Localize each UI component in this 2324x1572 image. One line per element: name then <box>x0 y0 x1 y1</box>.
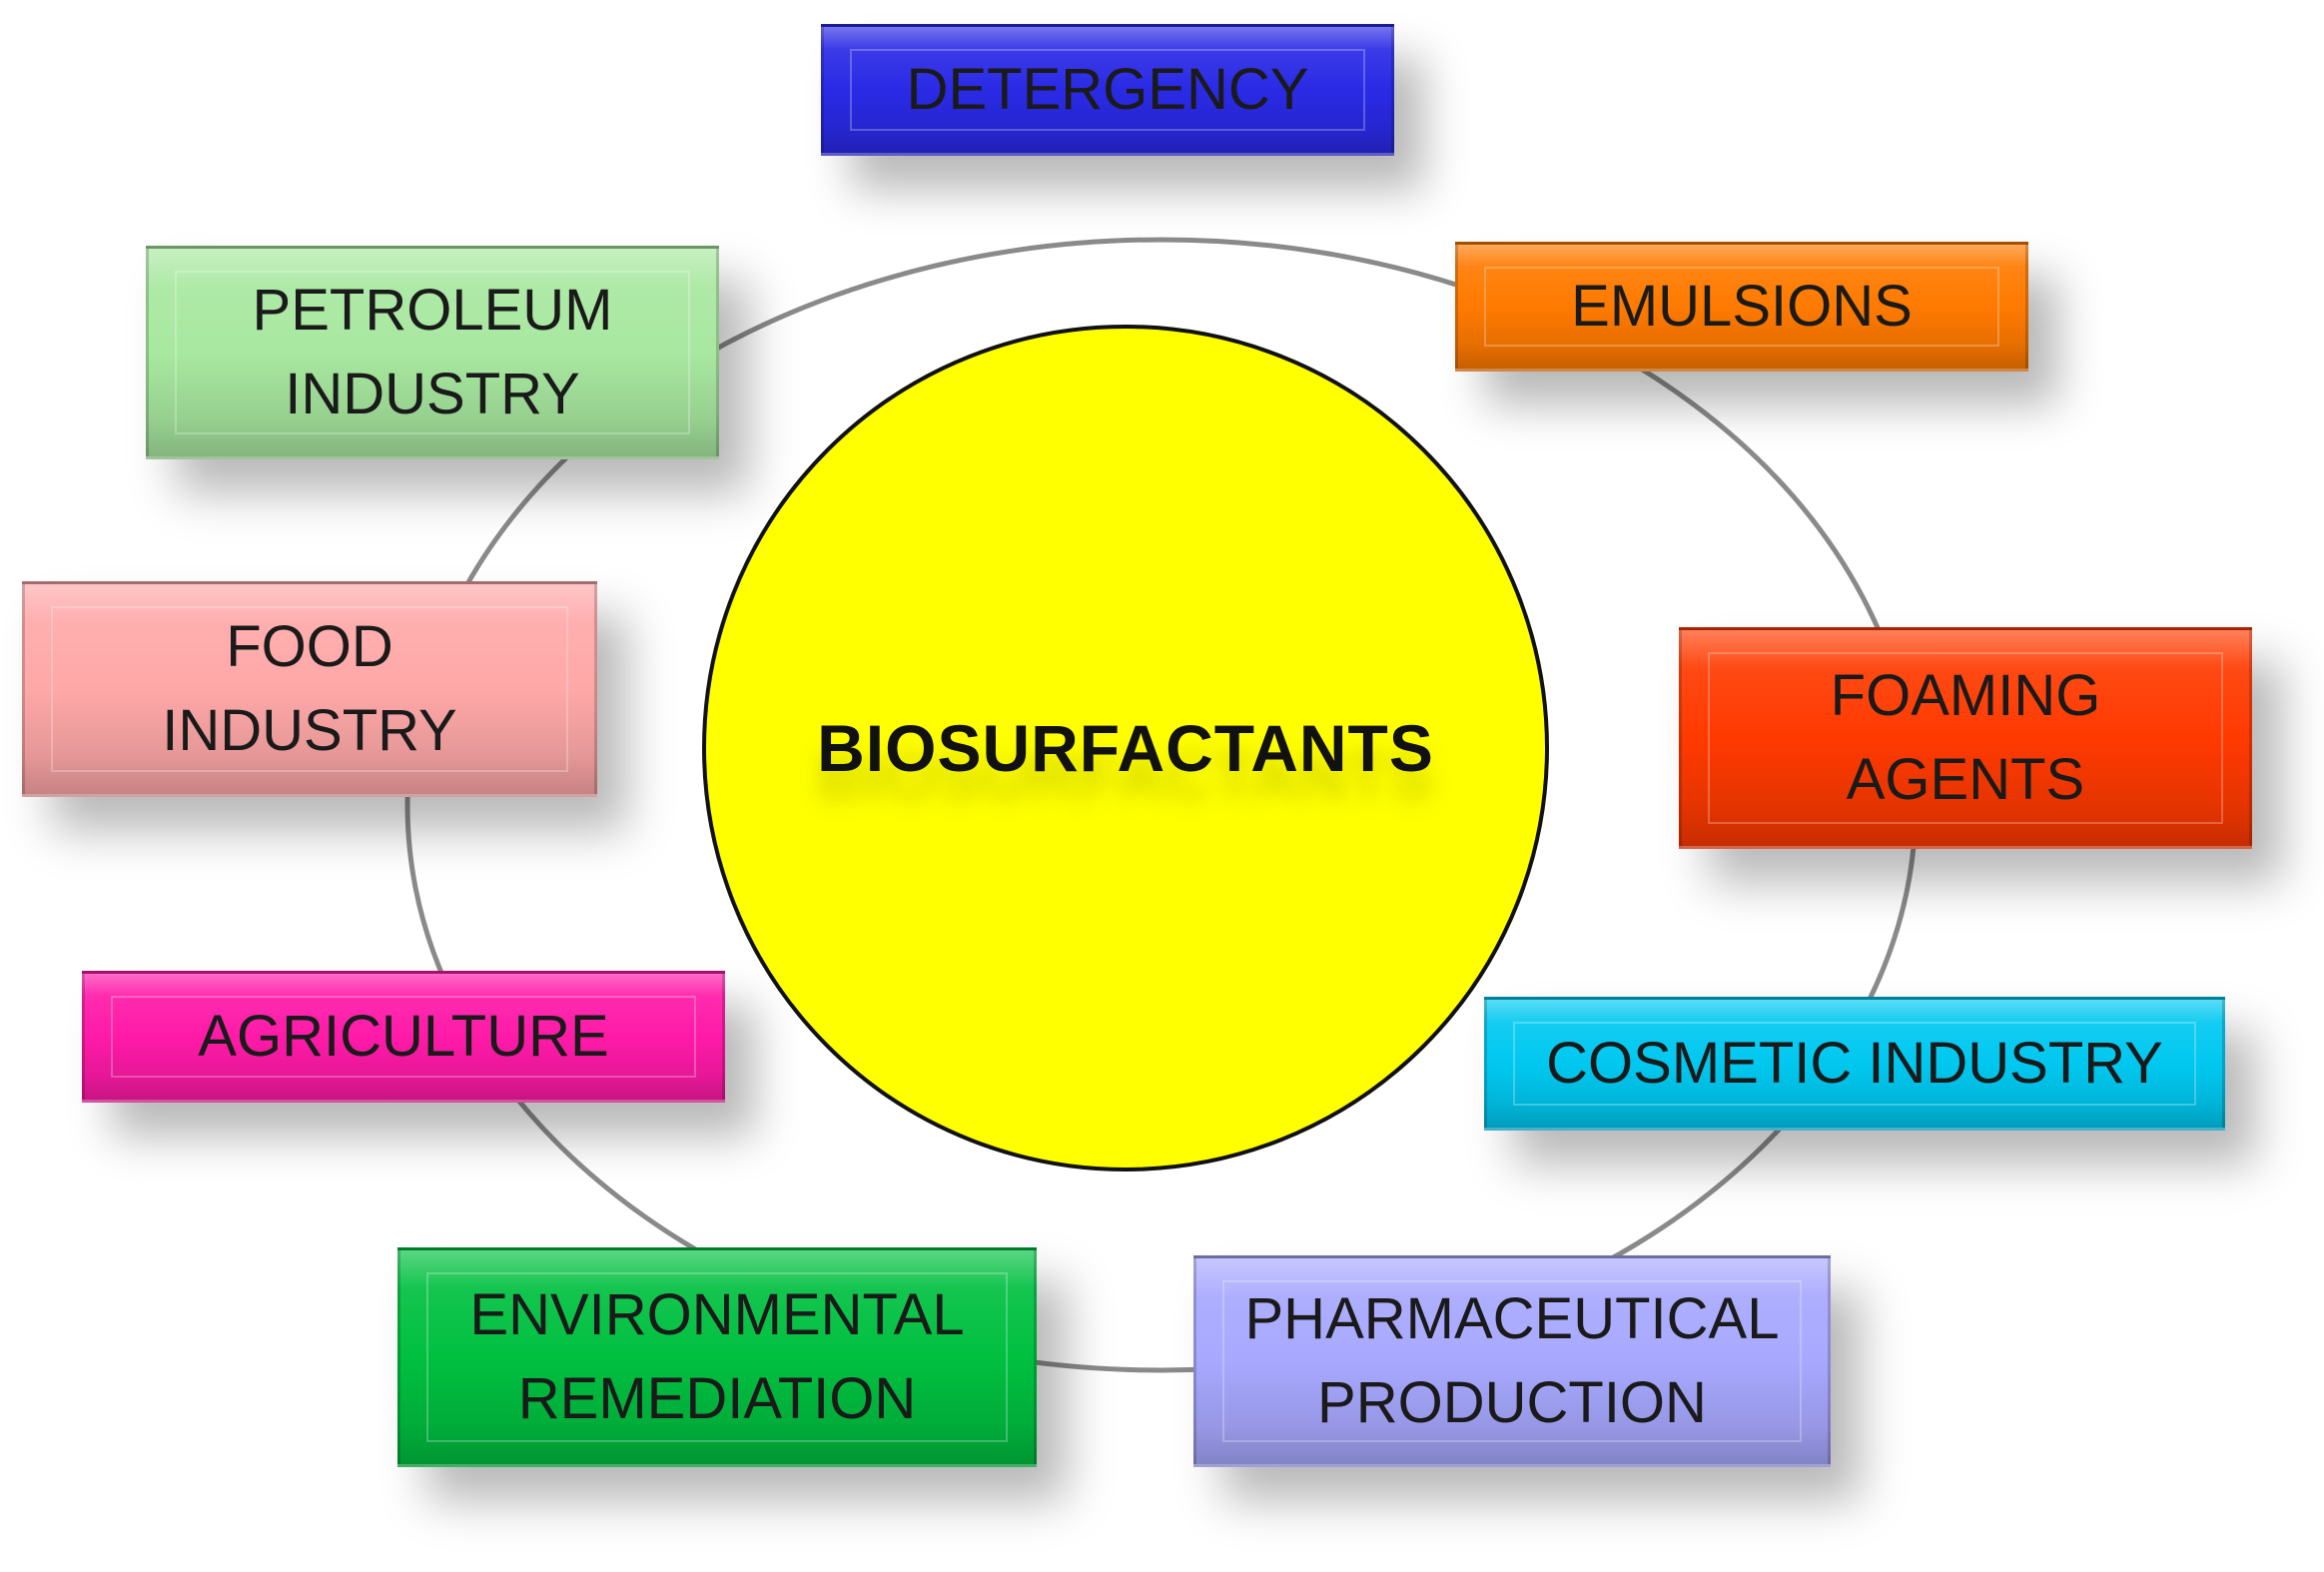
application-label-line: COSMETIC INDUSTRY <box>1546 1031 2163 1096</box>
application-label-line: INDUSTRY <box>285 362 580 426</box>
application-box-cosmetic-industry: COSMETIC INDUSTRY <box>1484 997 2225 1131</box>
application-label-line: PHARMACEUTICAL <box>1244 1286 1780 1351</box>
application-label-line: EMULSIONS <box>1571 274 1913 339</box>
application-box-agriculture: AGRICULTURE <box>82 971 725 1103</box>
application-label-line: AGENTS <box>1846 747 2085 812</box>
application-label-line: REMEDIATION <box>517 1366 917 1431</box>
application-label-line: FOAMING <box>1830 663 2101 728</box>
application-box-food-industry: FOOD INDUSTRY <box>22 581 597 797</box>
application-box-detergency: DETERGENCY <box>821 24 1394 156</box>
application-box-emulsions: EMULSIONS <box>1455 242 2028 372</box>
application-label-line: FOOD <box>226 614 393 679</box>
application-label-line: INDUSTRY <box>162 698 457 763</box>
application-label-line: PRODUCTION <box>1317 1370 1707 1435</box>
application-label-line: AGRICULTURE <box>198 1004 609 1069</box>
application-label-line: ENVIRONMENTAL <box>469 1282 965 1347</box>
center-label: BIOSURFACTANTS <box>817 711 1434 785</box>
application-box-petroleum-industry: PETROLEUM INDUSTRY <box>146 246 719 459</box>
application-box-environmental-remediation: ENVIRONMENTAL REMEDIATION <box>397 1247 1037 1467</box>
application-box-foaming-agents: FOAMING AGENTS <box>1679 627 2252 849</box>
application-label-line: DETERGENCY <box>906 57 1309 122</box>
center-circle: BIOSURFACTANTS <box>702 325 1549 1172</box>
application-label-line: PETROLEUM <box>252 278 613 343</box>
application-box-pharmaceutical-production: PHARMACEUTICAL PRODUCTION <box>1193 1255 1831 1467</box>
